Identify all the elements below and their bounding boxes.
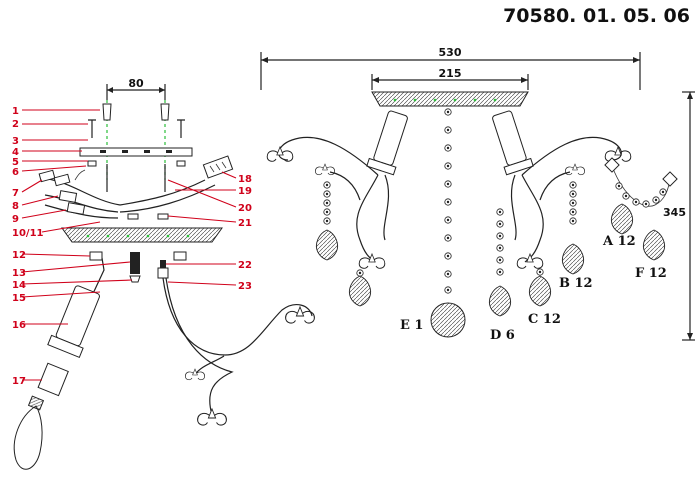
label-f: F 12 bbox=[635, 266, 667, 281]
label-d: D 6 bbox=[490, 328, 515, 343]
svg-text:7: 7 bbox=[12, 188, 19, 199]
svg-text:19: 19 bbox=[238, 186, 252, 197]
canopy bbox=[371, 91, 529, 107]
callouts-left: 1 2 3 4 5 6 7 8 9 10/11 12 13 14 15 16 1… bbox=[12, 106, 252, 387]
svg-text:8: 8 bbox=[12, 201, 19, 212]
label-c: C 12 bbox=[528, 312, 561, 327]
dimension-80: 80 bbox=[106, 77, 166, 100]
terminal-block-icon bbox=[202, 155, 234, 179]
arm-exploded bbox=[157, 267, 315, 426]
arms bbox=[266, 136, 632, 269]
mounting-bracket bbox=[79, 147, 193, 157]
dimension-530: 530 bbox=[260, 46, 641, 90]
crystal-ball-icon bbox=[430, 302, 466, 338]
svg-text:18: 18 bbox=[238, 174, 252, 185]
svg-text:215: 215 bbox=[439, 67, 462, 80]
svg-text:16: 16 bbox=[12, 320, 26, 331]
lamp-socket-icon bbox=[37, 362, 69, 397]
bulb-icon bbox=[13, 395, 45, 470]
svg-text:2: 2 bbox=[12, 119, 19, 130]
label-b: B 12 bbox=[559, 276, 593, 291]
label-e: E 1 bbox=[400, 318, 423, 333]
svg-text:345: 345 bbox=[663, 206, 686, 219]
svg-text:20: 20 bbox=[238, 203, 252, 214]
nut-icon bbox=[87, 160, 186, 167]
svg-text:23: 23 bbox=[238, 281, 252, 292]
crystal-strands bbox=[315, 108, 678, 338]
svg-text:5: 5 bbox=[12, 157, 19, 168]
wall-anchor-icon bbox=[102, 103, 170, 121]
dimension-215: 215 bbox=[371, 67, 529, 90]
crystal-labels: A 12 B 12 C 12 D 6 E 1 F 12 bbox=[400, 234, 667, 343]
model-number: 70580. 01. 05. 06 bbox=[503, 5, 690, 27]
canopy-exploded bbox=[61, 227, 223, 243]
svg-text:22: 22 bbox=[238, 260, 252, 271]
socket-sleeve bbox=[130, 252, 140, 274]
svg-text:530: 530 bbox=[439, 46, 462, 59]
candle-sleeve bbox=[47, 285, 100, 359]
svg-text:21: 21 bbox=[238, 218, 252, 229]
svg-text:80: 80 bbox=[128, 77, 144, 90]
svg-text:12: 12 bbox=[12, 250, 26, 261]
svg-text:15: 15 bbox=[12, 293, 26, 304]
svg-text:1: 1 bbox=[12, 106, 19, 117]
svg-text:14: 14 bbox=[12, 280, 26, 291]
candle-sleeves bbox=[366, 110, 534, 176]
dimension-345: 345 bbox=[663, 91, 695, 341]
svg-text:4: 4 bbox=[12, 147, 19, 158]
svg-text:10/11: 10/11 bbox=[12, 228, 44, 239]
svg-text:17: 17 bbox=[12, 376, 26, 387]
label-a: A 12 bbox=[602, 234, 636, 249]
cap-nut-icon bbox=[89, 251, 103, 261]
svg-text:3: 3 bbox=[12, 136, 19, 147]
svg-text:9: 9 bbox=[12, 214, 19, 225]
connector-icon bbox=[38, 169, 86, 215]
svg-text:13: 13 bbox=[12, 268, 26, 279]
screw-icon bbox=[88, 119, 185, 138]
svg-text:6: 6 bbox=[12, 167, 19, 178]
